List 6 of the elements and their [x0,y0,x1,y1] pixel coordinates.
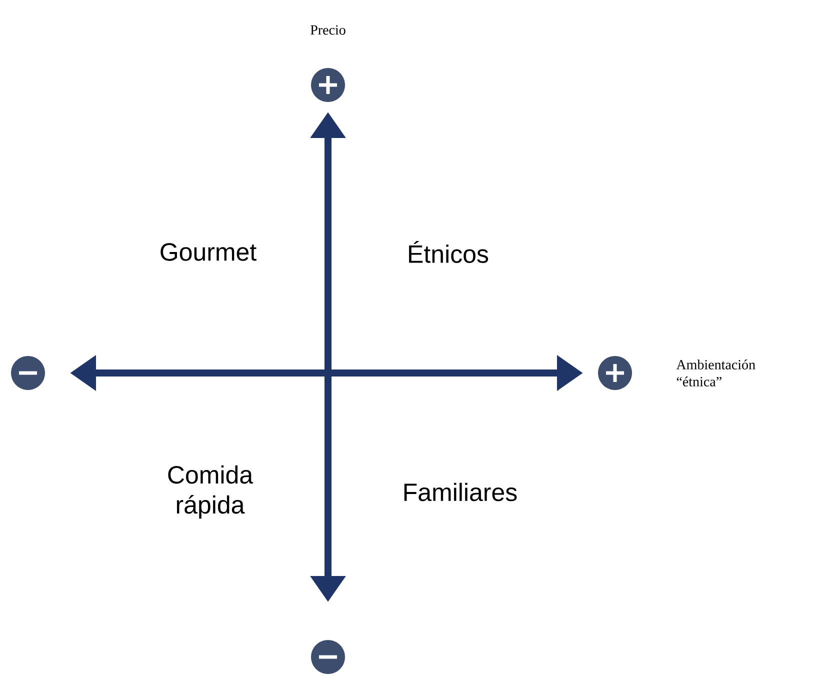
quadrant-label: Étnicos [409,241,488,263]
quadrant-label: Comida rápida [168,465,254,519]
axis-label: Precio [310,25,346,35]
quadrant-label: Gourmet [160,243,256,261]
axis-label: Ambientación “étnica” [676,360,756,386]
quadrant-label: Familiares [404,482,517,502]
